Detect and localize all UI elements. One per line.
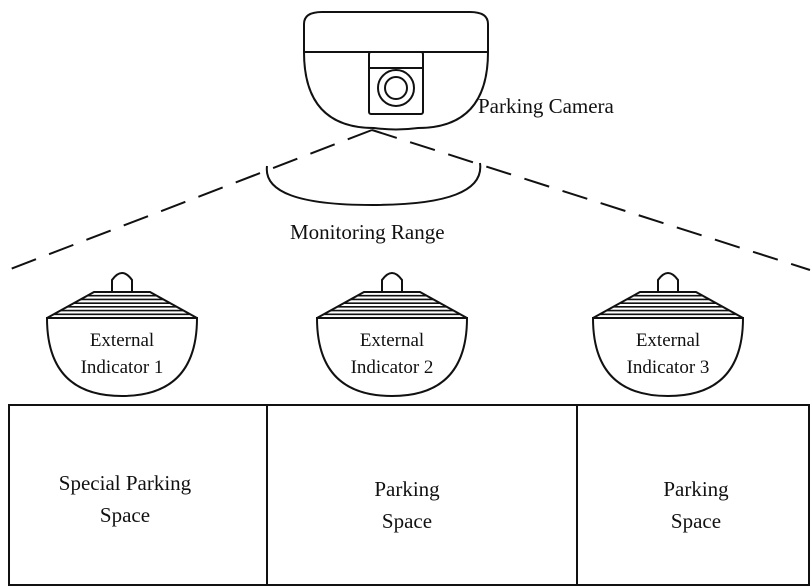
indicator-light-icon <box>45 272 199 398</box>
indicator-2-line2: Indicator 2 <box>351 357 434 378</box>
space-3-line2: Space <box>671 509 721 533</box>
indicator-light-icon <box>591 272 745 398</box>
parking-spaces <box>8 404 810 586</box>
parking-space-3: Parking Space <box>663 477 729 533</box>
parking-camera-icon <box>302 11 490 131</box>
indicator-2-line1: External <box>360 330 424 351</box>
indicator-light-icon <box>315 272 469 398</box>
parking-lot-outline <box>8 404 810 586</box>
parking-space-2: Parking Space <box>374 477 440 533</box>
indicator-1-line1: External <box>90 330 154 351</box>
space-3-line1: Parking <box>663 477 729 501</box>
monitoring-range-label: Monitoring Range <box>290 220 445 244</box>
indicator-3-line1: External <box>636 330 700 351</box>
field-of-view-lines <box>7 129 811 271</box>
space-1-line2: Space <box>100 503 150 527</box>
space-1-line1: Special Parking <box>59 471 192 495</box>
space-2-line2: Space <box>382 509 432 533</box>
indicator-1-line2: Indicator 1 <box>81 357 164 378</box>
monitoring-range-arc <box>265 162 482 207</box>
parking-space-1: Special Parking Space <box>59 471 192 527</box>
indicator-3-line2: Indicator 3 <box>627 357 710 378</box>
space-2-line1: Parking <box>374 477 440 501</box>
camera-label: Parking Camera <box>478 94 615 118</box>
